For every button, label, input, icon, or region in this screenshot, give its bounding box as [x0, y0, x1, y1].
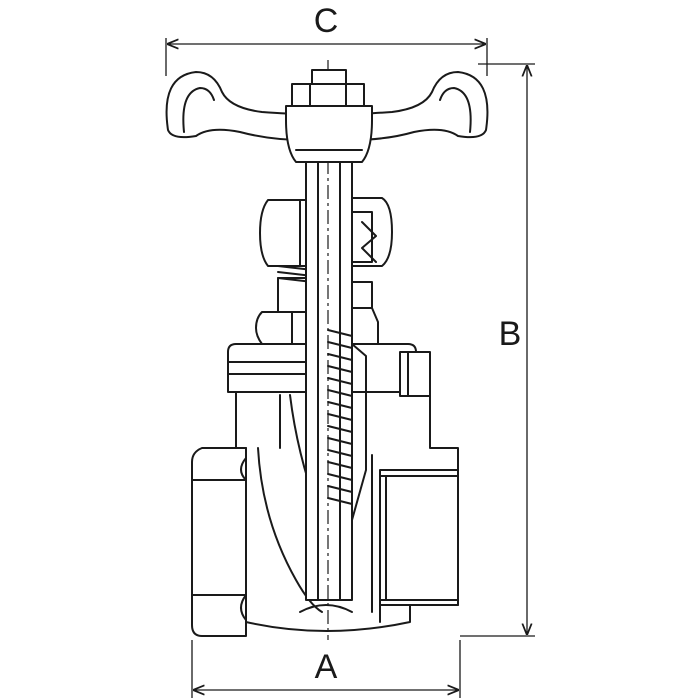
right-threaded-port — [371, 454, 459, 613]
left-hex-end — [191, 447, 247, 637]
dimension-b: B — [460, 63, 535, 637]
packing-zigzag — [361, 221, 377, 263]
dimension-a: A — [191, 640, 461, 698]
dimension-c: C — [165, 2, 488, 76]
dimension-c-label: C — [314, 2, 339, 40]
dimension-b-label: B — [499, 315, 522, 353]
handwheel — [165, 69, 489, 163]
body-bottom-curve — [299, 604, 353, 613]
gate-wedge — [351, 343, 367, 521]
dimension-a-label: A — [315, 648, 338, 686]
valve-stem — [305, 105, 367, 601]
stem-threads — [327, 329, 353, 505]
